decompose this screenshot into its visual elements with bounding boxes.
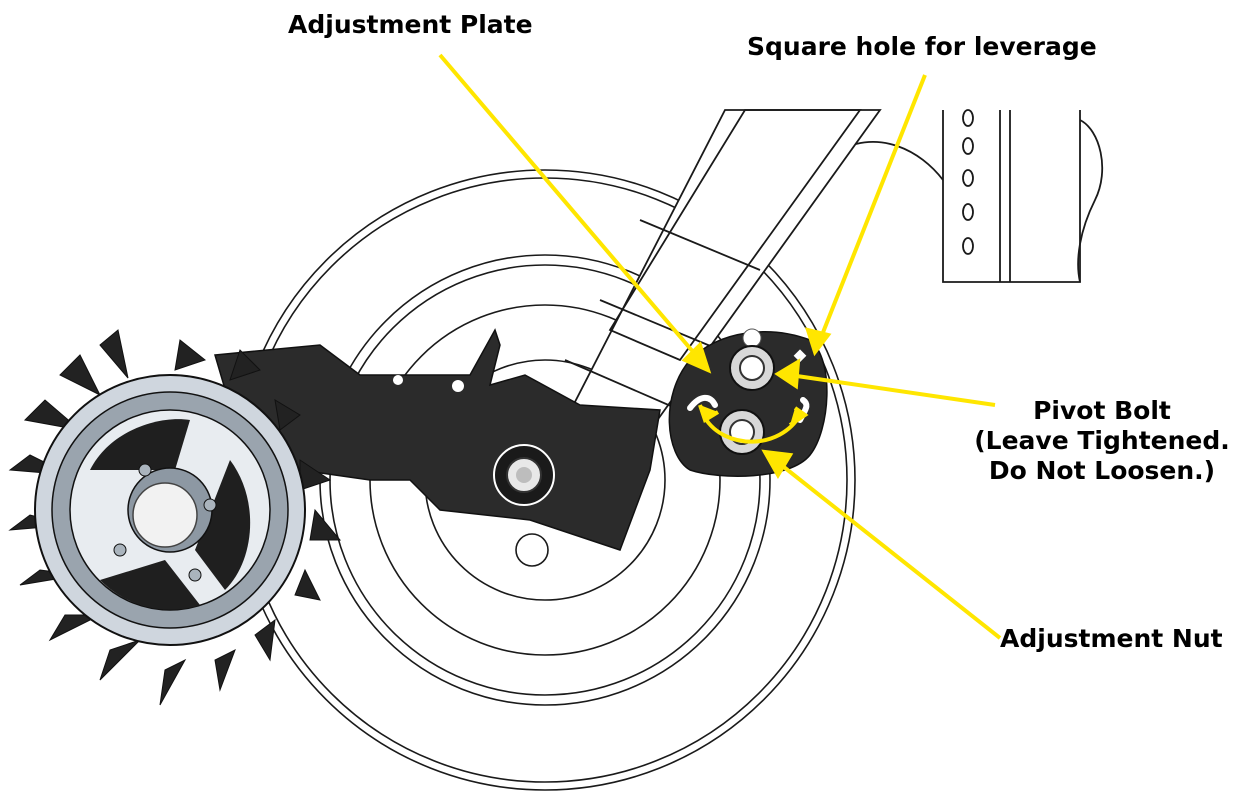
pivot-bolt-note-1: (Leave Tightened. xyxy=(974,426,1230,455)
pivot-bolt-title: Pivot Bolt xyxy=(1033,396,1171,425)
leader-square-hole xyxy=(818,74,927,341)
leader-adjustment-nut xyxy=(773,458,1002,640)
callout-square-hole: Square hole for leverage xyxy=(747,32,1097,61)
callout-adjustment-plate: Adjustment Plate xyxy=(288,10,533,39)
callout-adjustment-nut: Adjustment Nut xyxy=(1000,624,1223,653)
mounting-bracket xyxy=(214,328,661,551)
closing-wheel xyxy=(8,329,342,706)
callout-pivot-bolt: Pivot Bolt (Leave Tightened. Do Not Loos… xyxy=(952,396,1252,486)
frame-upright xyxy=(839,109,1104,283)
pivot-bolt-note-2: Do Not Loosen.) xyxy=(988,456,1216,485)
rotation-arrow xyxy=(698,404,809,444)
leader-pivot-bolt xyxy=(789,373,996,407)
leader-lines xyxy=(438,53,1002,640)
leader-adjustment-plate xyxy=(438,53,702,362)
